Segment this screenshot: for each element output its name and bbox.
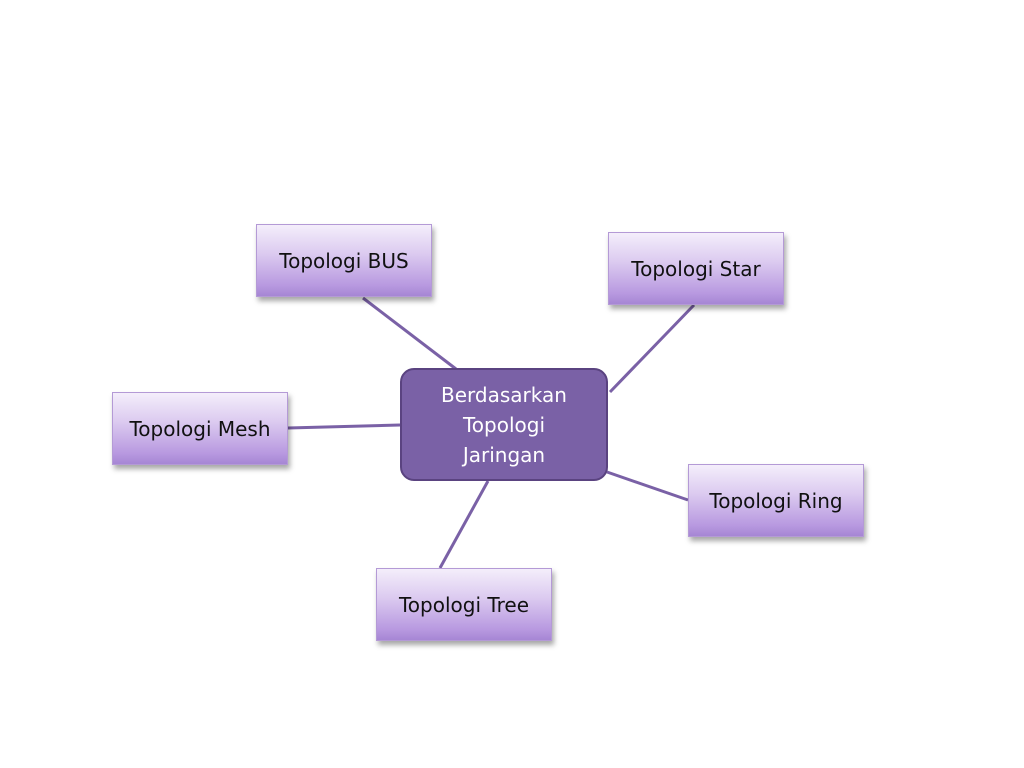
- connector-tree: [438, 480, 490, 569]
- connector-mesh: [287, 423, 401, 430]
- node-topologi-mesh[interactable]: Topologi Mesh: [112, 392, 288, 465]
- center-node-label: Berdasarkan Topologi Jaringan: [441, 382, 567, 467]
- connector-bus: [362, 296, 457, 371]
- node-label: Topologi BUS: [279, 248, 409, 273]
- node-topologi-star[interactable]: Topologi Star: [608, 232, 784, 305]
- node-label: Topologi Tree: [398, 592, 530, 617]
- node-topologi-tree[interactable]: Topologi Tree: [376, 568, 552, 641]
- node-label: Topologi Mesh: [129, 416, 271, 441]
- node-topologi-ring[interactable]: Topologi Ring: [688, 464, 864, 537]
- center-node[interactable]: Berdasarkan Topologi Jaringan: [400, 368, 608, 481]
- connector-ring: [606, 470, 689, 502]
- node-label: Topologi Star: [631, 256, 761, 281]
- node-label: Topologi Ring: [709, 488, 843, 513]
- node-topologi-bus[interactable]: Topologi BUS: [256, 224, 432, 297]
- connector-star: [608, 303, 696, 394]
